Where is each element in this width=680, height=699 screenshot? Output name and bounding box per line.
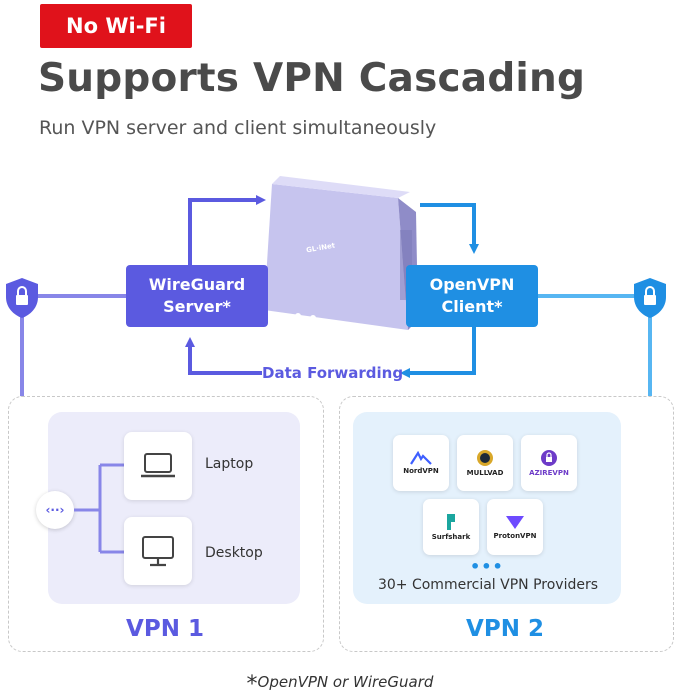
lock-shield-icon: [634, 278, 666, 318]
azirevpn-card: AZIREVPN: [521, 435, 577, 491]
openvpn-line1: OpenVPN: [429, 275, 515, 294]
laptop-icon: [141, 453, 175, 478]
azirevpn-name: AZIREVPN: [529, 469, 569, 477]
lock-shield-icon: [6, 278, 38, 318]
desktop-card: [124, 517, 192, 585]
openvpn-line2: Client*: [441, 297, 503, 316]
nordvpn-name: NordVPN: [403, 467, 439, 475]
vpn1-label: VPN 1: [126, 616, 204, 642]
wireguard-line2: Server*: [163, 297, 231, 316]
protonvpn-name: ProtonVPN: [493, 532, 537, 540]
footnote-star: *: [246, 672, 258, 697]
footnote: *OpenVPN or WireGuard: [180, 672, 500, 697]
protonvpn-logo-icon: [506, 516, 524, 529]
surfshark-card: Surfshark: [423, 499, 479, 555]
providers-note: 30+ Commercial VPN Providers: [377, 577, 599, 593]
router-device: [264, 176, 418, 330]
nordvpn-logo-icon: [410, 451, 432, 465]
vpn2-label: VPN 2: [466, 616, 544, 642]
surfshark-name: Surfshark: [431, 533, 471, 541]
surfshark-logo-icon: [447, 514, 455, 530]
network-hub-icon: ‹··›: [36, 491, 74, 529]
protonvpn-card: ProtonVPN: [487, 499, 543, 555]
footnote-text: OpenVPN or WireGuard: [257, 673, 434, 691]
mullvad-name: MULLVAD: [466, 469, 504, 477]
mullvad-card: MULLVAD: [457, 435, 513, 491]
desktop-icon: [142, 536, 174, 567]
no-wifi-badge: No Wi-Fi: [40, 4, 192, 48]
openvpn-client-pill: OpenVPN Client*: [406, 265, 538, 327]
wireguard-server-pill: WireGuard Server*: [126, 265, 268, 327]
laptop-label: Laptop: [205, 456, 254, 472]
nordvpn-card: NordVPN: [393, 435, 449, 491]
laptop-card: [124, 432, 192, 500]
azirevpn-logo-icon: [541, 450, 557, 466]
desktop-label: Desktop: [205, 545, 263, 561]
mullvad-logo-icon: [477, 450, 493, 466]
wireguard-line1: WireGuard: [148, 275, 246, 294]
page-title: Supports VPN Cascading: [38, 56, 586, 101]
page-subtitle: Run VPN server and client simultaneously: [39, 117, 437, 139]
data-forwarding-label: Data Forwarding: [262, 364, 404, 382]
more-providers-dots: •••: [470, 557, 504, 576]
